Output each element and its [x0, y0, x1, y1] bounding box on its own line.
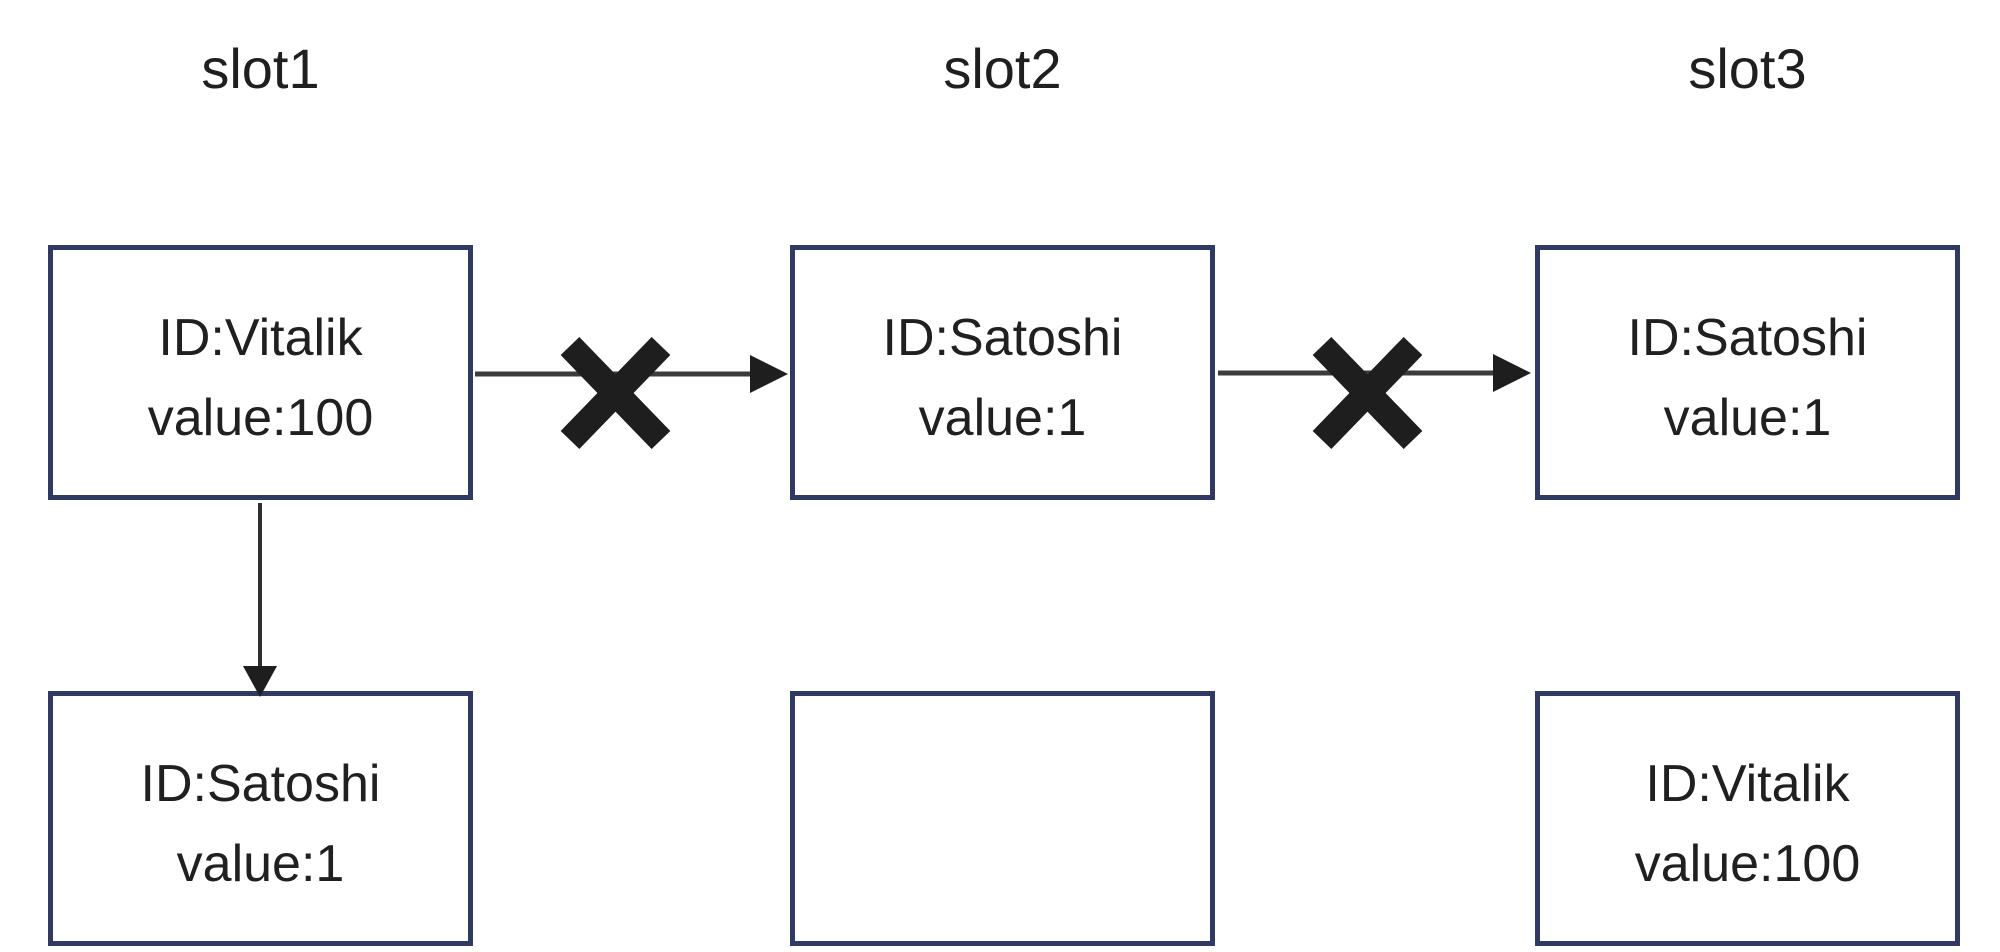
- arrowhead-right-icon: [750, 355, 788, 393]
- slot2-top-box-id: ID:Satoshi: [882, 308, 1123, 367]
- slot1-top-box-id: ID:Vitalik: [158, 308, 363, 367]
- arrow-slot1-to-slot2: [475, 355, 788, 393]
- slot1-bottom-box-value: value:1: [176, 834, 345, 893]
- slot2-label: slot2: [943, 37, 1062, 100]
- slot1-label: slot1: [201, 37, 320, 100]
- slot1-top-box-value: value:100: [147, 388, 374, 447]
- arrowhead-right-icon: [1493, 354, 1531, 392]
- slot2-bottom-box: [790, 691, 1215, 946]
- slot2-top-box: ID:Satoshi value:1: [790, 245, 1215, 500]
- arrow-slot1-top-to-bottom: [243, 503, 277, 697]
- slot1-bottom-box: ID:Satoshi value:1: [48, 691, 473, 946]
- slot3-top-box-id: ID:Satoshi: [1627, 308, 1868, 367]
- slot3-bottom-box: ID:Vitalik value:100: [1535, 691, 1960, 946]
- slot3-label: slot3: [1688, 37, 1807, 100]
- cross-icon: [1312, 336, 1423, 450]
- arrow-slot2-to-slot3: [1218, 354, 1531, 392]
- slot3-top-box: ID:Satoshi value:1: [1535, 245, 1960, 500]
- slot1-top-box: ID:Vitalik value:100: [48, 245, 473, 500]
- slot1-bottom-box-id: ID:Satoshi: [140, 754, 381, 813]
- slot3-bottom-box-value: value:100: [1634, 834, 1861, 893]
- cross-icon: [560, 336, 671, 450]
- slot2-top-box-value: value:1: [918, 388, 1087, 447]
- slot3-bottom-box-id: ID:Vitalik: [1645, 754, 1850, 813]
- slot3-top-box-value: value:1: [1663, 388, 1832, 447]
